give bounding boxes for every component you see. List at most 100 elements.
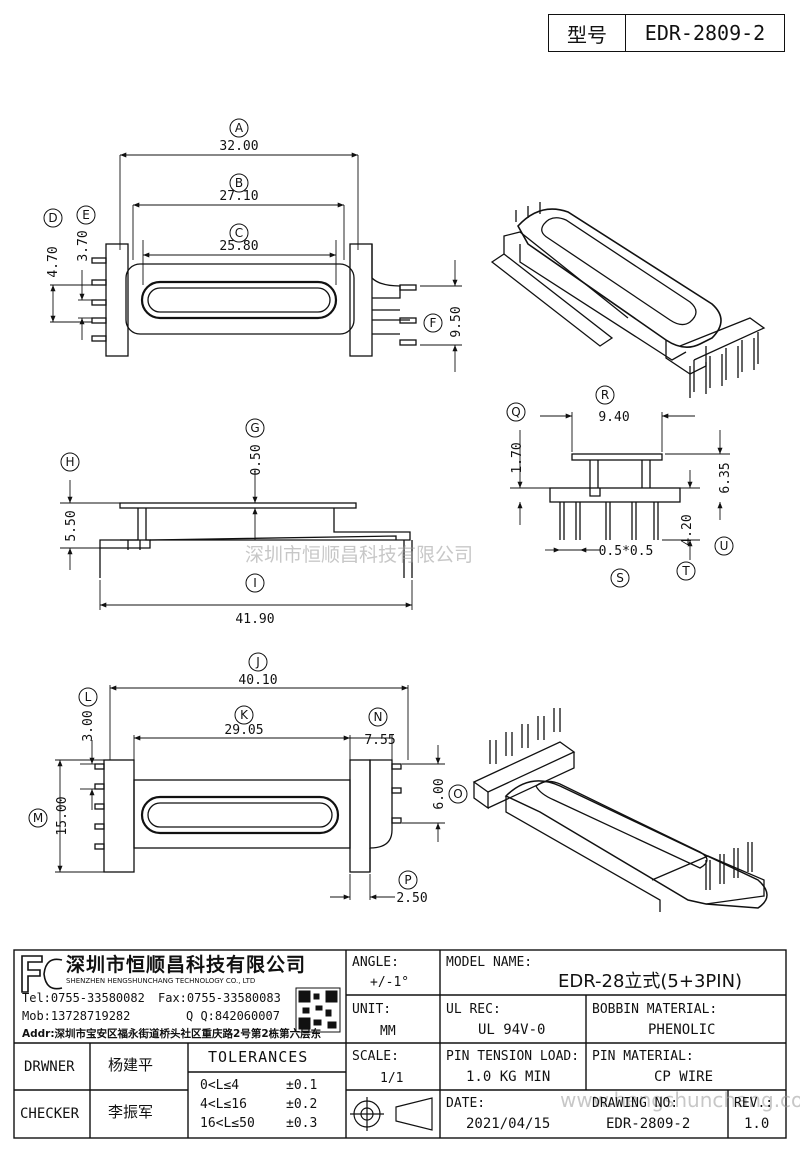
dim-marker-O <box>448 784 468 804</box>
tol-value-1: ±0.1 <box>286 1078 318 1093</box>
contact-fax: Fax:0755-33580083 <box>158 991 281 1005</box>
type-label: 型号 <box>567 22 607 47</box>
rev-label: REV.: <box>734 1096 774 1111</box>
dim-letter-I: I <box>253 576 257 590</box>
projection-symbol-icon <box>350 1097 433 1131</box>
type-value-cell: EDR-2809-2 <box>625 14 785 52</box>
dim-letter-H: H <box>65 455 74 469</box>
drwner-label: DRWNER <box>24 1059 75 1075</box>
qr-code-icon <box>295 987 341 1033</box>
tol-value-2: ±0.2 <box>286 1097 318 1112</box>
unit-value: MM <box>380 1024 396 1039</box>
scale-label: SCALE: <box>352 1049 399 1064</box>
dim-letter-L: L <box>85 690 92 704</box>
iso-view-bottom <box>472 708 768 912</box>
dim-value-L: 3.00 <box>81 710 96 741</box>
dim-letter-O: O <box>453 787 462 801</box>
dim-marker-C <box>229 223 249 243</box>
dim-value-N: 7.55 <box>364 733 395 748</box>
dim-letter-J: J <box>255 655 260 669</box>
bobbin-value: PHENOLIC <box>648 1022 716 1038</box>
pinmat-value: CP WIRE <box>654 1069 714 1085</box>
dim-marker-A <box>229 118 249 138</box>
dim-letter-T: T <box>681 564 690 578</box>
dim-marker-F <box>423 313 443 333</box>
model-label: MODEL NAME: <box>446 955 533 970</box>
tol-range-1: 0<L≤4 <box>200 1078 240 1093</box>
dim-value-O: 6.00 <box>432 778 447 809</box>
top-view <box>91 243 417 357</box>
dim-value-C: 25.80 <box>219 239 258 254</box>
watermark-company: 深圳市恒顺昌科技有限公司 <box>245 544 474 566</box>
dim-letter-S: S <box>616 571 624 585</box>
pinload-value: 1.0 KG MIN <box>466 1069 551 1085</box>
ulrec-label: UL REC: <box>446 1002 501 1017</box>
tol-range-2: 4<L≤16 <box>200 1097 247 1112</box>
dim-marker-L <box>78 687 98 707</box>
dim-value-A: 32.00 <box>219 139 258 154</box>
tolerances-label: TOLERANCES <box>208 1048 309 1066</box>
dim-letter-G: G <box>250 421 259 435</box>
dim-value-M: 15.00 <box>55 796 70 835</box>
dim-value-K: 29.05 <box>224 723 263 738</box>
front-view <box>99 502 413 578</box>
title-block <box>13 949 787 1139</box>
dim-marker-K <box>234 705 254 725</box>
dim-marker-S <box>610 568 630 588</box>
dim-value-E: 3.70 <box>76 230 91 261</box>
dim-value-U: 6.35 <box>718 462 733 493</box>
angle-value: +/-1° <box>370 975 410 990</box>
ulrec-value: UL 94V-0 <box>478 1022 546 1038</box>
company-name-en: SHENZHEN HENGSHUNCHANG TECHNOLOGY CO., L… <box>66 977 256 985</box>
dim-letter-M: M <box>33 811 43 825</box>
model-value: EDR-28立式(5+3PIN) <box>558 971 743 992</box>
dim-marker-D <box>43 208 63 228</box>
type-label-cell: 型号 <box>548 14 626 52</box>
pinload-label: PIN TENSION LOAD: <box>446 1049 580 1064</box>
contact-address: Addr:深圳市宝安区福永街道桥头社区重庆路2号第2栋第六层东 <box>22 1028 322 1040</box>
dim-marker-E <box>76 205 96 225</box>
contact-qq: Q Q:842060007 <box>186 1009 280 1023</box>
dim-value-R: 9.40 <box>598 410 629 425</box>
dim-letter-K: K <box>240 708 249 722</box>
dim-letter-P: P <box>404 873 411 887</box>
dim-marker-B <box>229 173 249 193</box>
dim-marker-Q <box>506 402 526 422</box>
contact-mob: Mob:13728719282 <box>22 1009 131 1023</box>
type-value: EDR-2809-2 <box>644 21 766 45</box>
dim-letter-F: F <box>430 316 437 330</box>
drawno-value: EDR-2809-2 <box>606 1116 691 1132</box>
dim-value-H: 5.50 <box>64 510 79 541</box>
dim-letter-B: B <box>235 176 243 190</box>
dim-marker-J <box>248 652 268 672</box>
bottom-view <box>94 759 402 873</box>
date-label: DATE: <box>446 1096 486 1111</box>
company-logo-icon <box>21 955 63 993</box>
dim-value-J: 40.10 <box>238 673 277 688</box>
angle-label: ANGLE: <box>352 955 399 970</box>
scale-value: 1/1 <box>380 1071 404 1086</box>
dim-marker-H <box>60 452 80 472</box>
dim-letter-N: N <box>374 710 383 724</box>
dim-marker-G <box>245 418 265 438</box>
dim-marker-M <box>28 808 48 828</box>
dim-value-I: 41.90 <box>235 612 274 627</box>
dim-marker-U <box>714 536 734 556</box>
dim-value-S: 0.5*0.5 <box>599 544 654 559</box>
unit-label: UNIT: <box>352 1002 392 1017</box>
dim-value-D: 4.70 <box>46 246 61 277</box>
pinmat-label: PIN MATERIAL: <box>592 1049 694 1064</box>
dim-marker-R <box>595 385 615 405</box>
rev-value: 1.0 <box>744 1116 770 1132</box>
watermark-url: www.hengshunchang.com <box>560 1088 800 1112</box>
date-value: 2021/04/15 <box>466 1116 551 1132</box>
bobbin-label: BOBBIN MATERIAL: <box>592 1002 718 1017</box>
dim-marker-P <box>398 870 418 890</box>
dim-value-G: 0.50 <box>249 444 264 475</box>
dim-value-F: 9.50 <box>449 306 464 337</box>
drwner-value: 杨建平 <box>108 1056 154 1074</box>
drawno-label: DRAWING NO: <box>592 1096 679 1111</box>
dim-letter-C: C <box>235 226 243 240</box>
dim-value-B: 27.10 <box>219 189 258 204</box>
dim-letter-Q: Q <box>511 405 520 419</box>
